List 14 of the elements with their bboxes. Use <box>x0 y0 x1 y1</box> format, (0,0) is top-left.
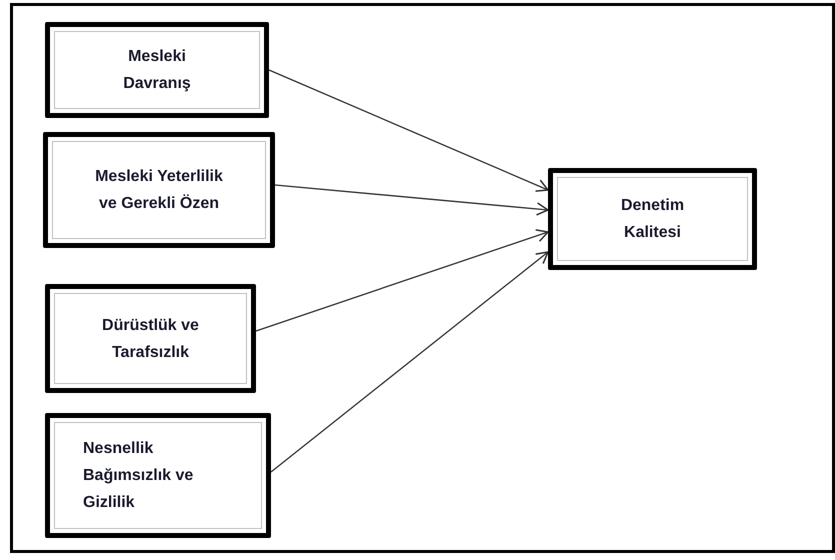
arrow <box>270 251 549 472</box>
arrow <box>268 69 549 192</box>
box-label: Mesleki Davranış <box>122 47 192 94</box>
concept-box <box>43 132 275 248</box>
arrow <box>256 229 549 332</box>
arrow <box>274 184 549 216</box>
concept-box <box>45 22 269 118</box>
box-label: Mesleki Yeterlilik ve Gerekli Özen <box>94 167 224 214</box>
box-label: Denetim Kalitesi <box>620 196 686 243</box>
concept-box <box>548 168 757 270</box>
box-label: Dürüstlük ve Tarafsızlık <box>101 316 200 362</box>
concept-box <box>45 284 256 393</box>
box-label: Nesnellik Bağımsızlık ve Gizlilik <box>83 439 194 513</box>
concept-box <box>45 413 271 538</box>
